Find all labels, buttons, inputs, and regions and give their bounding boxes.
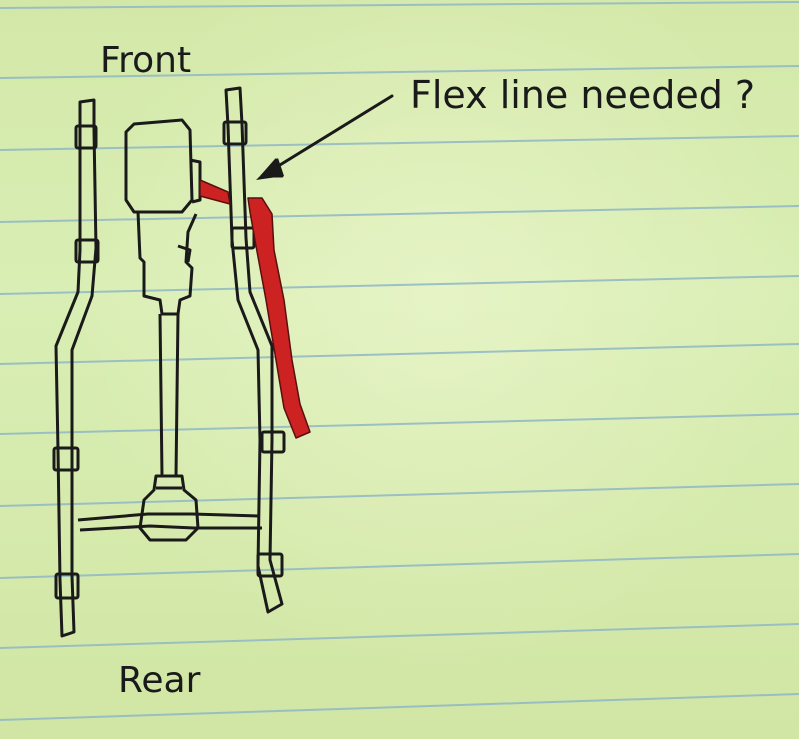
annotation-label: Flex line needed ?: [410, 73, 755, 117]
right-rail-clamp-4: [256, 552, 284, 578]
left-rail-clamp-3: [52, 446, 80, 472]
right-rail-clamp-3: [260, 430, 286, 454]
left-frame-rail: [52, 98, 100, 638]
engine-block: [124, 118, 202, 214]
front-label: Front: [100, 40, 191, 81]
right-frame-rail: [222, 86, 286, 614]
rear-label: Rear: [118, 660, 201, 701]
transmission: [136, 211, 198, 316]
right-rail-clamp-2: [230, 226, 256, 250]
left-rail-clamp-1: [74, 124, 98, 150]
arrow-icon: [256, 94, 394, 180]
left-rail-clamp-4: [54, 572, 80, 600]
ruled-lines: [0, 1, 799, 721]
right-rail-clamp-1: [222, 120, 248, 146]
left-rail-clamp-2: [74, 238, 100, 264]
driveshaft: [158, 313, 180, 477]
cross-member: [77, 512, 262, 532]
rear-differential: [138, 474, 200, 542]
flex-line: [199, 179, 311, 439]
